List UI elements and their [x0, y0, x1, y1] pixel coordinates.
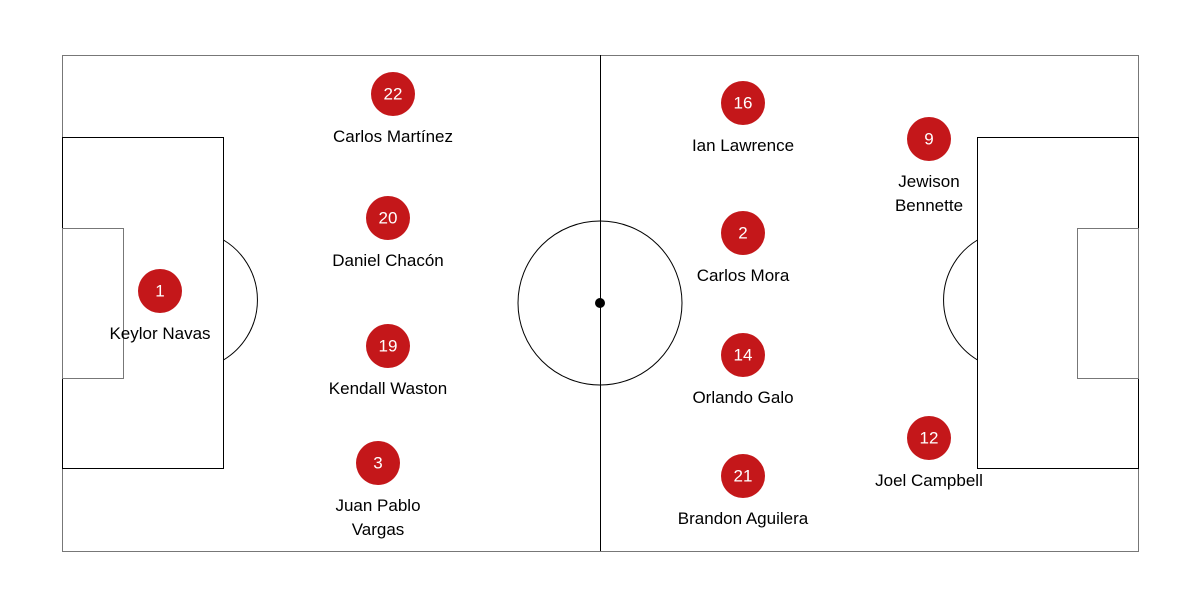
- player-circle: [721, 333, 765, 377]
- left-goal-area: [62, 228, 124, 379]
- left-penalty-arc: [223, 239, 258, 361]
- player-circle: [721, 454, 765, 498]
- player-number: 9: [924, 130, 933, 149]
- player-circle: [721, 211, 765, 255]
- player-circle: [356, 441, 400, 485]
- player-circle: [366, 196, 410, 240]
- center-spot: [595, 298, 605, 308]
- pitch-markings: [62, 55, 1139, 552]
- player-name: Jewison: [898, 172, 959, 191]
- player-circle: [907, 416, 951, 460]
- player-name: Bennette: [895, 196, 963, 215]
- player-circle: [907, 117, 951, 161]
- player-name: Carlos Mora: [697, 266, 790, 285]
- player-name: Daniel Chacón: [332, 251, 444, 270]
- player-name: Orlando Galo: [692, 388, 793, 407]
- player-number: 20: [379, 209, 398, 228]
- player-circle: [138, 269, 182, 313]
- player-circle: [721, 81, 765, 125]
- right-penalty-area: [977, 137, 1139, 469]
- player-name: Carlos Martínez: [333, 127, 453, 146]
- player-number: 3: [373, 454, 382, 473]
- player-name: Vargas: [352, 520, 405, 539]
- player-number: 22: [384, 85, 403, 104]
- player-number: 16: [734, 94, 753, 113]
- player-number: 19: [379, 337, 398, 356]
- player-number: 21: [734, 467, 753, 486]
- right-goal-area: [1077, 228, 1139, 379]
- player-name: Kendall Waston: [329, 379, 447, 398]
- player-number: 1: [155, 282, 164, 301]
- center-circle: [517, 220, 683, 386]
- player-name: Keylor Navas: [109, 324, 210, 343]
- player-name: Joel Campbell: [875, 471, 983, 490]
- player-number: 14: [734, 346, 753, 365]
- player-name: Ian Lawrence: [692, 136, 794, 155]
- player-number: 12: [920, 429, 939, 448]
- player-number: 2: [738, 224, 747, 243]
- player-circle: [366, 324, 410, 368]
- player-name: Brandon Aguilera: [678, 509, 809, 528]
- right-penalty-arc: [943, 239, 978, 361]
- player-circle: [371, 72, 415, 116]
- player-name: Juan Pablo: [335, 496, 420, 515]
